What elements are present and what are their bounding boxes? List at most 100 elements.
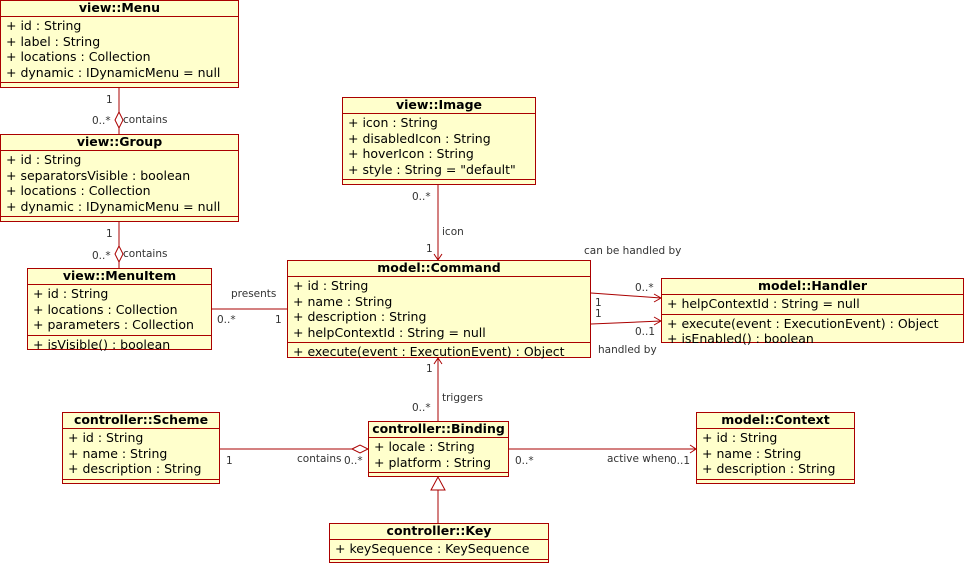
attribute: + disabledIcon : String (348, 130, 491, 146)
attribute: + locations : Collection (6, 49, 151, 64)
can-handled-line (590, 292, 662, 299)
binding-command-role: triggers (442, 392, 483, 404)
operation-section (369, 472, 508, 477)
item-command-mult-many: 0..* (217, 314, 236, 326)
attribute: + keySequence : KeySequence (335, 541, 530, 556)
image-command-mult-one: 1 (426, 243, 433, 255)
operation-section: + execute(event : ExecutionEvent) : Obje… (288, 342, 590, 362)
class-name: controller::Binding (369, 422, 508, 438)
key-binding-triangle (430, 475, 446, 491)
class-name: view::Menu (1, 1, 238, 17)
class-name: model::Handler (662, 279, 963, 295)
attribute: + dynamic : IDynamicMenu = null (6, 64, 221, 80)
operation: + execute(event : ExecutionEvent) : Obje… (293, 344, 565, 359)
class-model-command[interactable]: model::Command + id : String + name : St… (287, 260, 591, 359)
operation-section: + execute(event : ExecutionEvent) : Obje… (662, 313, 963, 349)
class-name: view::Image (343, 98, 535, 114)
attribute: + platform : String (374, 454, 492, 470)
operation: + isEnabled() : boolean (667, 331, 814, 346)
attribute: + locale : String (374, 439, 475, 454)
item-command-role: presents (231, 288, 277, 300)
operation-section: + isVisible() : boolean (28, 334, 211, 355)
class-name: view::Group (1, 135, 238, 151)
binding-command-mult-one: 1 (426, 363, 433, 375)
scheme-binding-diamond (350, 444, 370, 454)
attribute: + id : String (6, 152, 82, 167)
attribute: + description : String (702, 461, 836, 476)
class-controller-key[interactable]: controller::Key + keySequence : KeySeque… (329, 523, 549, 563)
attribute: + separatorsVisible : boolean (6, 167, 191, 183)
attribute: + id : String (6, 18, 82, 33)
operation-section (343, 179, 535, 185)
operation-section (1, 82, 238, 88)
class-name: controller::Key (330, 524, 548, 540)
attribute-section: + keySequence : KeySequence (330, 540, 548, 559)
attribute: + style : String = "default" (348, 161, 516, 177)
attribute-section: + id : String + separatorsVisible : bool… (1, 151, 238, 216)
binding-context-mult-opt: 0..1 (670, 455, 691, 467)
menu-group-mult-many: 0..* (92, 115, 111, 127)
attribute-section: + id : String + name : String + descript… (288, 277, 590, 342)
binding-context-mult-many: 0..* (515, 455, 534, 467)
attribute-section: + id : String + name : String + descript… (697, 429, 854, 479)
attribute: + description : String (293, 309, 427, 324)
can-handled-role: can be handled by (584, 245, 682, 257)
class-name: model::Context (697, 413, 854, 429)
class-controller-binding[interactable]: controller::Binding + locale : String + … (368, 421, 509, 477)
class-name: view::MenuItem (28, 269, 211, 285)
class-view-image[interactable]: view::Image + icon : String + disabledIc… (342, 97, 536, 185)
attribute: + id : String (702, 430, 778, 445)
class-model-handler[interactable]: model::Handler + helpContextId : String … (661, 278, 964, 346)
class-controller-scheme[interactable]: controller::Scheme + id : String + name … (62, 412, 220, 484)
menu-group-role: contains (123, 114, 168, 126)
attribute-section: + helpContextId : String = null (662, 295, 963, 314)
can-handled-mult-one: 1 (595, 297, 602, 309)
class-name: model::Command (288, 261, 590, 277)
attribute-section: + icon : String + disabledIcon : String … (343, 114, 535, 179)
group-item-mult-many: 0..* (92, 250, 111, 262)
attribute: + hoverIcon : String (348, 146, 474, 161)
can-handled-mult-many: 0..* (635, 282, 654, 294)
group-item-mult-one: 1 (106, 228, 113, 240)
scheme-binding-mult-many: 0..* (344, 455, 363, 467)
attribute-section: + id : String + locations : Collection +… (28, 285, 211, 335)
menu-group-diamond (114, 110, 124, 130)
attribute: + id : String (68, 430, 144, 445)
class-model-context[interactable]: model::Context + id : String + name : St… (696, 412, 855, 484)
attribute: + id : String (33, 286, 109, 301)
binding-command-arrow (433, 357, 443, 365)
operation-section (697, 478, 854, 485)
item-command-mult-one: 1 (275, 314, 282, 326)
class-name: controller::Scheme (63, 413, 219, 429)
handled-line (590, 320, 662, 325)
attribute-section: + id : String + name : String + descript… (63, 429, 219, 479)
image-command-mult-many: 0..* (412, 191, 431, 203)
menu-group-mult-one: 1 (106, 94, 113, 106)
scheme-binding-role: contains (297, 453, 342, 465)
attribute: + name : String (293, 293, 393, 309)
attribute: + helpContextId : String = null (293, 324, 486, 340)
class-view-menu[interactable]: view::Menu + id : String + label : Strin… (0, 0, 239, 88)
operation-section (1, 216, 238, 222)
attribute: + locations : Collection (33, 301, 178, 317)
group-item-role: contains (123, 248, 168, 260)
binding-command-mult-many: 0..* (412, 402, 431, 414)
handled-mult-one: 1 (595, 308, 602, 320)
attribute: + dynamic : IDynamicMenu = null (6, 198, 221, 214)
operation-section (330, 558, 548, 563)
group-item-diamond (114, 244, 124, 264)
image-command-role: icon (442, 226, 464, 238)
binding-context-role: active when (607, 453, 671, 465)
attribute: + id : String (293, 278, 369, 293)
handled-role: handled by (598, 344, 657, 356)
attribute-section: + locale : String + platform : String (369, 438, 508, 472)
operation: + execute(event : ExecutionEvent) : Obje… (667, 315, 939, 331)
operation: + isVisible() : boolean (33, 336, 171, 352)
attribute: + description : String (68, 461, 202, 476)
attribute: + helpContextId : String = null (667, 296, 860, 311)
attribute-section: + id : String + label : String + locatio… (1, 17, 238, 82)
attribute: + name : String (68, 445, 168, 461)
class-view-group[interactable]: view::Group + id : String + separatorsVi… (0, 134, 239, 222)
class-view-menuitem[interactable]: view::MenuItem + id : String + locations… (27, 268, 212, 352)
operation-section (63, 478, 219, 485)
